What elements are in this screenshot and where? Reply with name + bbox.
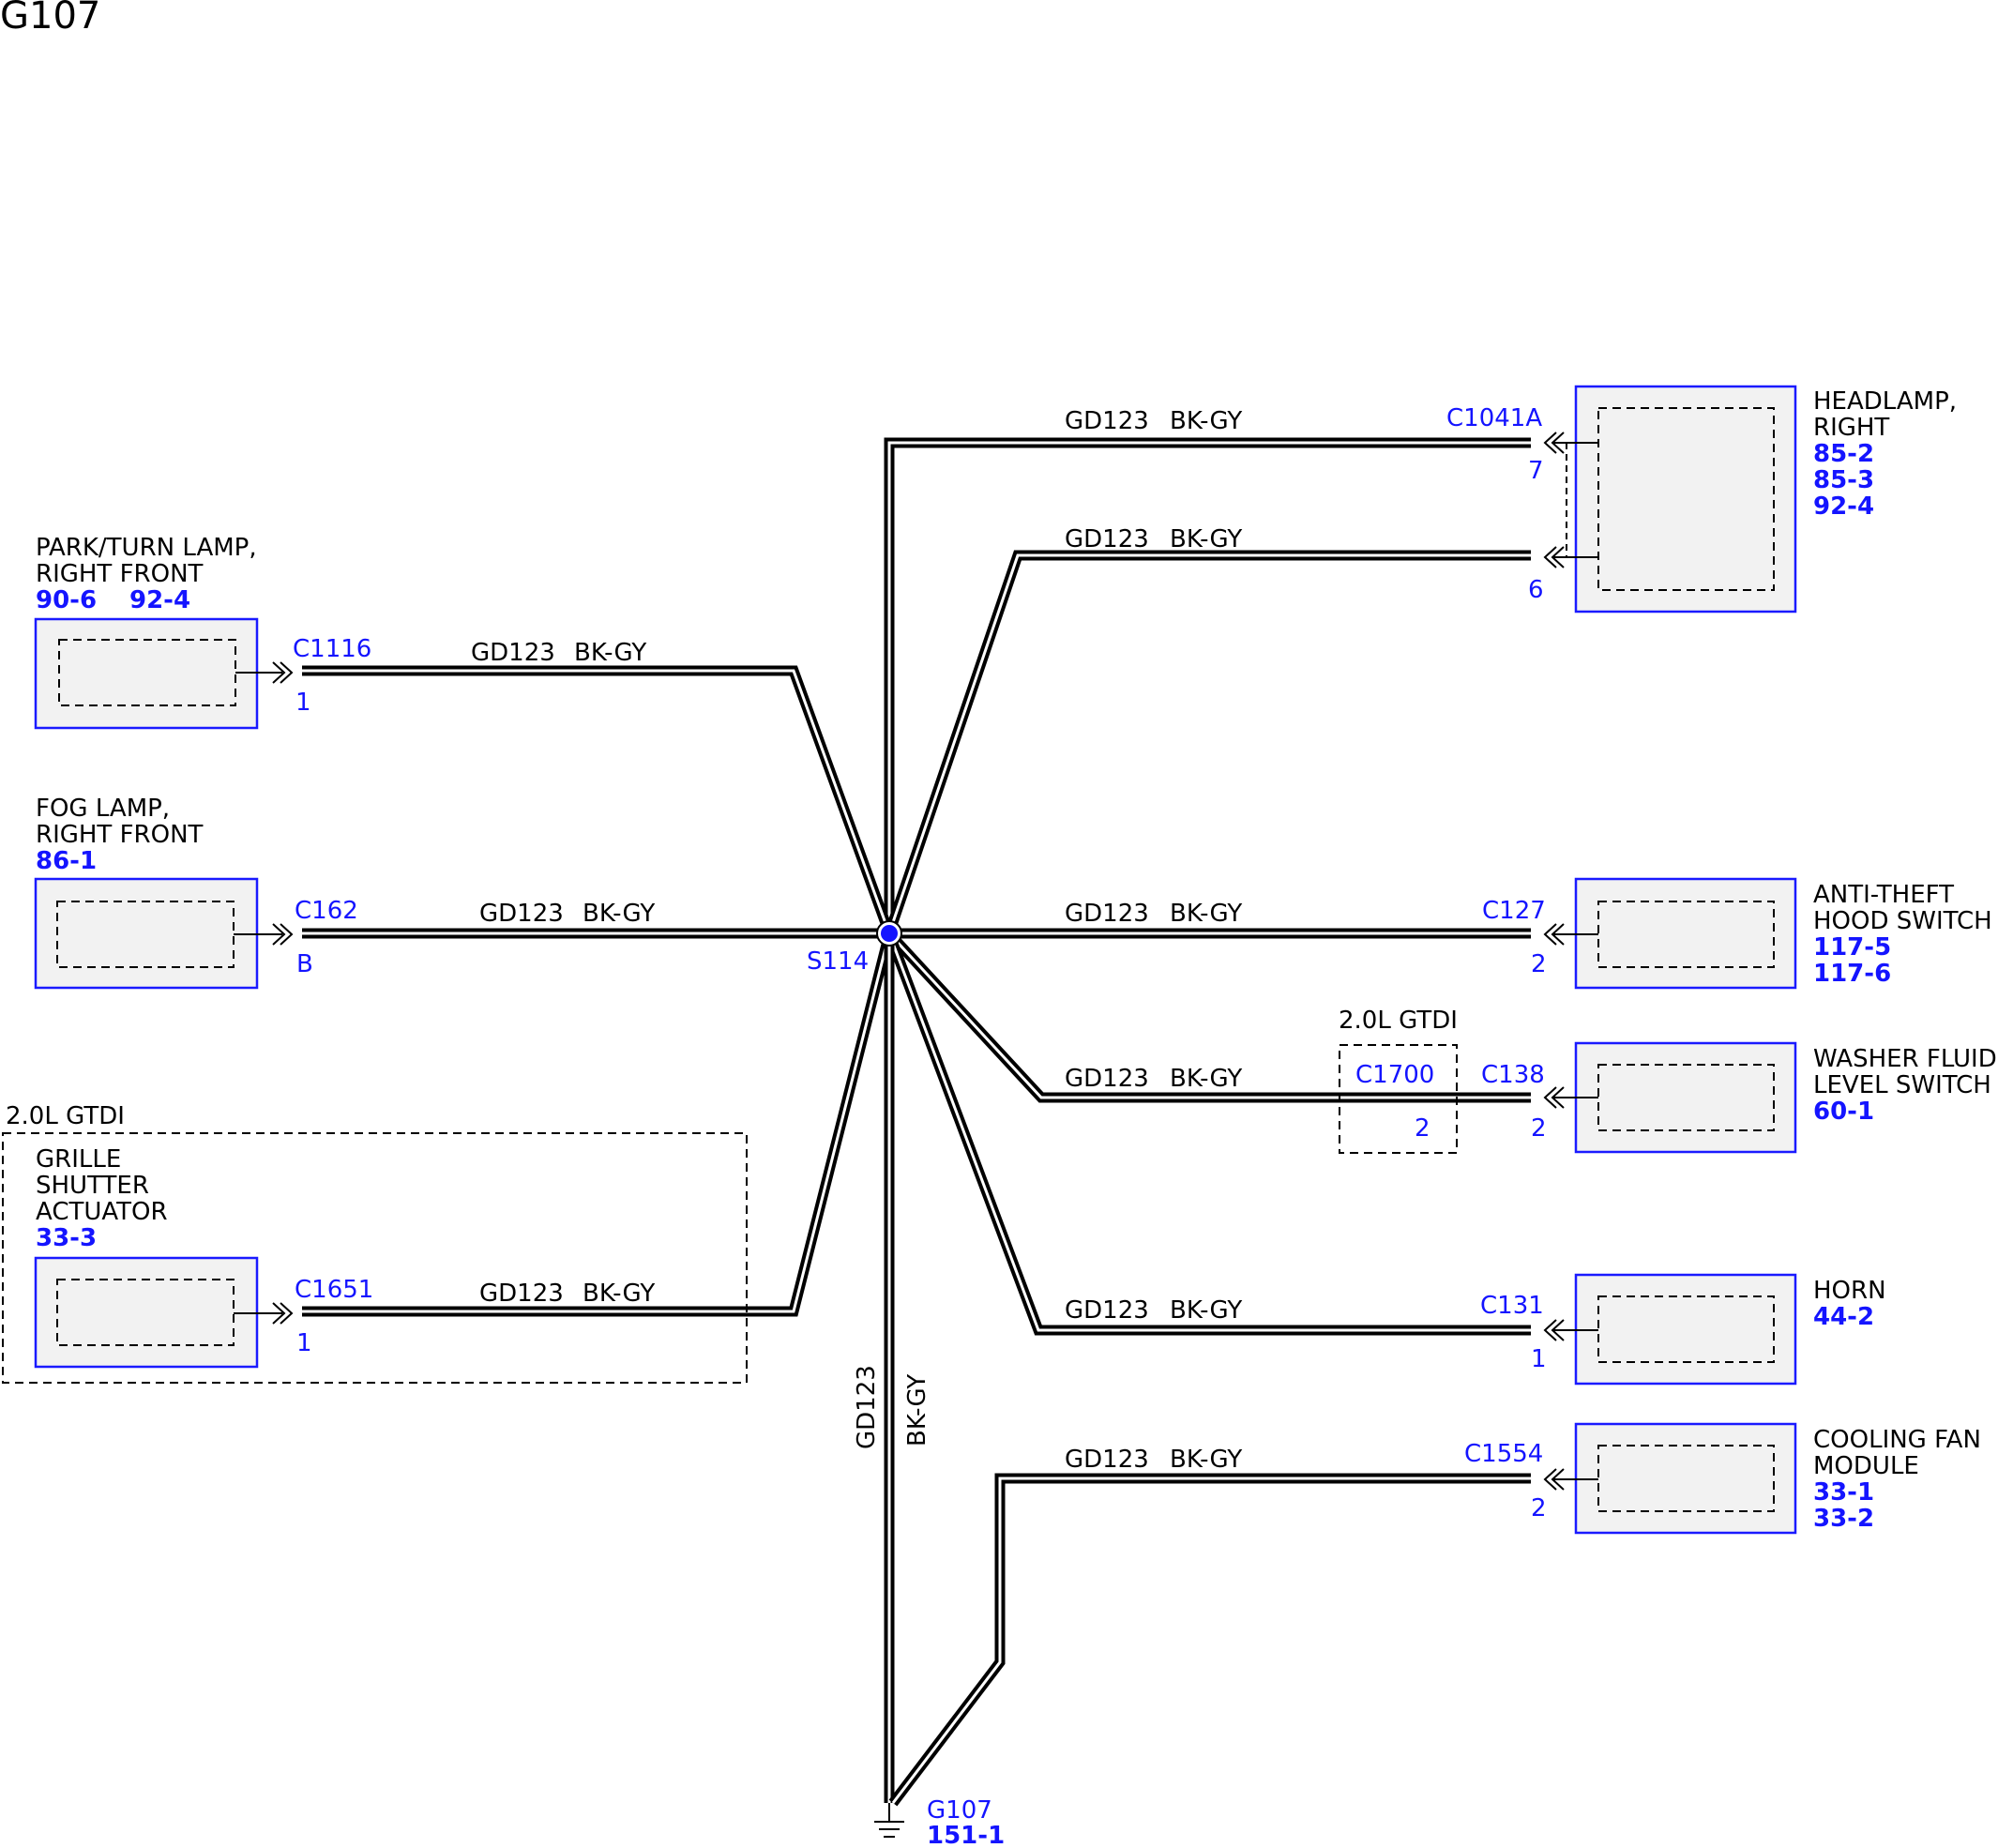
component-name: COOLING FAN: [1813, 1426, 1981, 1454]
component-cooling-fan-module: COOLING FAN MODULE 33-1 33-2: [1543, 1422, 1981, 1535]
wires: [302, 437, 1531, 1807]
wire-circuit-label: GD123: [1065, 407, 1149, 435]
component-name: GRILLE: [36, 1145, 121, 1174]
wire-circuit-label: GD123: [1065, 1446, 1149, 1474]
component-name: WASHER FLUID: [1813, 1045, 1997, 1073]
page-ref: 85-2: [1813, 440, 1874, 468]
wire-circuit-label: GD123: [1065, 900, 1149, 928]
component-name: ANTI-THEFT: [1813, 881, 1954, 909]
splice-label: S114: [807, 947, 869, 976]
page-ref: 44-2: [1813, 1303, 1874, 1331]
splice-dot: [881, 925, 898, 942]
wire-color-label: BK-GY: [1170, 407, 1242, 435]
page-ref: 33-1: [1813, 1478, 1874, 1507]
wire-color-label: BK-GY: [1170, 1296, 1242, 1325]
component-name: SHUTTER: [36, 1172, 149, 1200]
pin-label: 2: [1531, 950, 1547, 978]
component-name: HOOD SWITCH: [1813, 907, 1992, 935]
connector-label: C127: [1482, 897, 1546, 925]
component-headlamp-right: HEADLAMP, RIGHT 85-2 85-3 92-4: [1543, 385, 1957, 613]
ground-label: G107: [927, 1796, 992, 1825]
pin-label: 6: [1528, 576, 1544, 604]
ground-symbol: [874, 1803, 904, 1838]
page-title: G107: [0, 0, 100, 38]
component-fog-lamp: FOG LAMP, RIGHT FRONT 86-1: [34, 795, 294, 990]
page-ref: 90-6: [36, 586, 97, 614]
component-washer-fluid-level-switch: WASHER FLUID LEVEL SWITCH 60-1: [1543, 1041, 1997, 1154]
connector-label: C1651: [295, 1276, 373, 1304]
wire-circuit-label: GD123: [1065, 1065, 1149, 1093]
component-anti-theft-hood-switch: ANTI-THEFT HOOD SWITCH 117-5 117-6: [1543, 877, 1992, 990]
wire-color-label: BK-GY: [1170, 525, 1242, 553]
component-name: PARK/TURN LAMP,: [36, 534, 257, 562]
component-name: HEADLAMP,: [1813, 387, 1957, 416]
ground-wire-color: BK-GY: [903, 1374, 931, 1447]
wire-circuit-label: GD123: [1065, 525, 1149, 553]
wire-circuit-label: GD123: [1065, 1296, 1149, 1325]
ground-wire-circuit: GD123: [853, 1365, 881, 1449]
wire-circuit-label: GD123: [479, 1280, 564, 1308]
page-ref: 85-3: [1813, 466, 1874, 494]
pin-label: 1: [296, 1329, 312, 1357]
pin-label: 2: [1415, 1114, 1430, 1143]
page-ref: 92-4: [129, 586, 190, 614]
connector-label: C1041A: [1446, 404, 1542, 432]
connector-label: C131: [1480, 1292, 1544, 1320]
wire-color-label: BK-GY: [574, 639, 646, 667]
wire-color-label: BK-GY: [1170, 900, 1242, 928]
component-name: RIGHT: [1813, 414, 1889, 442]
page-ref: 33-2: [1813, 1505, 1874, 1533]
pin-label: 2: [1531, 1114, 1547, 1143]
pin-label: 2: [1531, 1494, 1547, 1522]
page-ref: 60-1: [1813, 1098, 1874, 1126]
page-ref: 33-3: [36, 1224, 97, 1252]
component-name: LEVEL SWITCH: [1813, 1071, 1991, 1099]
pin-label: B: [296, 950, 313, 978]
component-park-turn-lamp: PARK/TURN LAMP, RIGHT FRONT 90-6 92-4: [34, 534, 294, 730]
component-grille-shutter-actuator: GRILLE SHUTTER ACTUATOR 33-3: [34, 1145, 294, 1369]
wire-circuit-label: GD123: [471, 639, 555, 667]
option-label: 2.0L GTDI: [1339, 1007, 1458, 1035]
page-ref: 92-4: [1813, 492, 1874, 521]
connector-label: C1700: [1355, 1061, 1434, 1089]
wire-color-label: BK-GY: [1170, 1446, 1242, 1474]
option-group-grille: [2, 1132, 748, 1384]
wire-color-label: BK-GY: [583, 900, 655, 928]
wire-circuit-label: GD123: [479, 900, 564, 928]
pin-label: 1: [295, 689, 311, 717]
component-horn: HORN 44-2: [1543, 1273, 1886, 1386]
component-name: RIGHT FRONT: [36, 560, 204, 588]
wire-color-label: BK-GY: [1170, 1065, 1242, 1093]
connector-label: C1116: [293, 635, 371, 663]
pin-label: 7: [1528, 457, 1544, 485]
page-ref: 86-1: [36, 847, 97, 875]
component-name: ACTUATOR: [36, 1198, 168, 1226]
option-group-c1700: [1339, 1044, 1458, 1154]
component-name: MODULE: [1813, 1452, 1919, 1480]
page-ref: 117-6: [1813, 960, 1891, 988]
option-label: 2.0L GTDI: [6, 1102, 125, 1130]
connector-label: C162: [295, 897, 358, 925]
connector-label: C1554: [1464, 1440, 1543, 1468]
wire-color-label: BK-GY: [583, 1280, 655, 1308]
component-name: FOG LAMP,: [36, 795, 170, 823]
component-name: HORN: [1813, 1277, 1886, 1305]
ground-ref: 151-1: [927, 1822, 1005, 1848]
connector-label: C138: [1481, 1061, 1545, 1089]
pin-label: 1: [1531, 1345, 1547, 1373]
page-ref: 117-5: [1813, 933, 1891, 962]
component-name: RIGHT FRONT: [36, 821, 204, 849]
wire-labels: GD123 BK-GY GD123 BK-GY GD123 BK-GY GD12…: [471, 407, 1242, 1474]
